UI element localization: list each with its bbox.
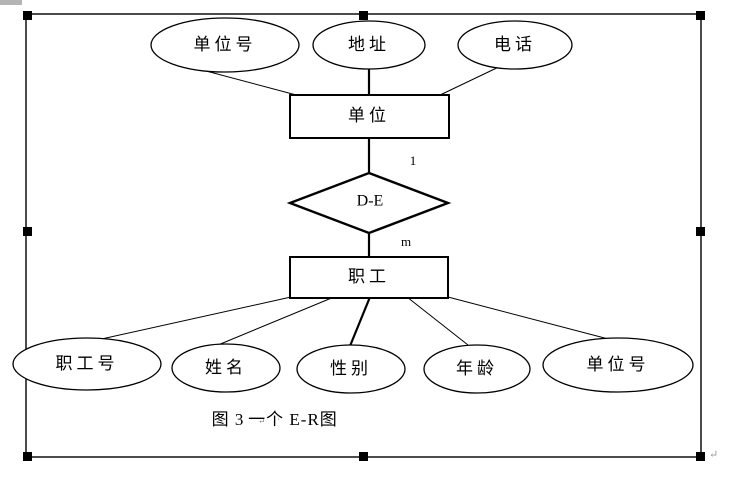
selection-handles[interactable] [23,11,705,461]
entity-employee[interactable]: 职工 [289,256,449,299]
attribute-emp-no[interactable]: 职工号 [12,337,162,391]
paragraph-return-icon: ↵ [709,449,718,461]
attribute-label: 单位号 [587,355,650,374]
attribute-unit-no-top[interactable]: 单位号 [150,17,300,73]
entity-label: 单位 [348,106,390,125]
attribute-label: 性别 [330,359,372,378]
selection-handle-bottom-center[interactable] [359,452,368,461]
ellipse-shape [312,20,426,70]
employee-attribute-connectors [87,296,617,347]
page-top-marker [0,0,22,5]
connector-phone [437,63,506,97]
connector-emp-name [217,296,335,346]
ellipse-shape [296,344,406,394]
entity-label: 职工 [348,267,390,286]
attribute-label: 电话 [494,35,536,54]
figure-caption: 图 3 ↵ · 一个 E-R图 [212,410,338,429]
selection-handle-middle-left[interactable] [23,227,32,236]
attribute-label: 单位号 [194,35,257,54]
cardinality-many: m [401,234,411,249]
diamond-shape [286,171,452,235]
entity-unit[interactable]: 单位 [289,94,450,139]
attribute-phone[interactable]: 电话 [457,20,573,70]
relationship-label: D-E [357,193,384,210]
caption-dot-mark: · [277,414,280,424]
caption-prefix: 图 3 [212,410,245,429]
entity-box [289,94,450,139]
attribute-emp-gender[interactable]: 性别 [296,344,406,394]
cardinality-one: 1 [410,153,417,168]
connector-emp-gender [348,296,372,347]
attribute-emp-name[interactable]: 姓名 [171,343,281,393]
connector-emp-unit-no [447,296,617,342]
attribute-label: 地址 [348,35,390,54]
attribute-label: 年龄 [456,359,498,378]
ellipse-shape [12,337,162,391]
selection-handle-middle-right[interactable] [696,227,705,236]
attribute-emp-age[interactable]: 年龄 [423,344,531,394]
selection-handle-top-left[interactable] [23,11,32,20]
attribute-emp-unit-no[interactable]: 单位号 [542,337,694,393]
selection-handle-bottom-right[interactable] [696,452,705,461]
caption-body: 一个 E-R图 [248,410,338,429]
entity-box [289,256,449,299]
attribute-label: 职工号 [56,354,119,373]
ellipse-shape [171,343,281,393]
connector-emp-no [87,296,292,343]
attribute-label: 姓名 [205,358,247,377]
selection-handle-top-center[interactable] [359,11,368,20]
ellipse-shape [542,337,694,393]
ellipse-shape [457,20,573,70]
relationship-de[interactable]: D-E [286,171,452,235]
ellipse-shape [423,344,531,394]
attribute-address[interactable]: 地址 [312,20,426,70]
ellipse-shape [150,17,300,73]
selection-handle-top-right[interactable] [696,11,705,20]
caption-return-mark: ↵ [258,416,266,426]
connector-emp-age [406,296,469,346]
selection-handle-bottom-left[interactable] [23,452,32,461]
